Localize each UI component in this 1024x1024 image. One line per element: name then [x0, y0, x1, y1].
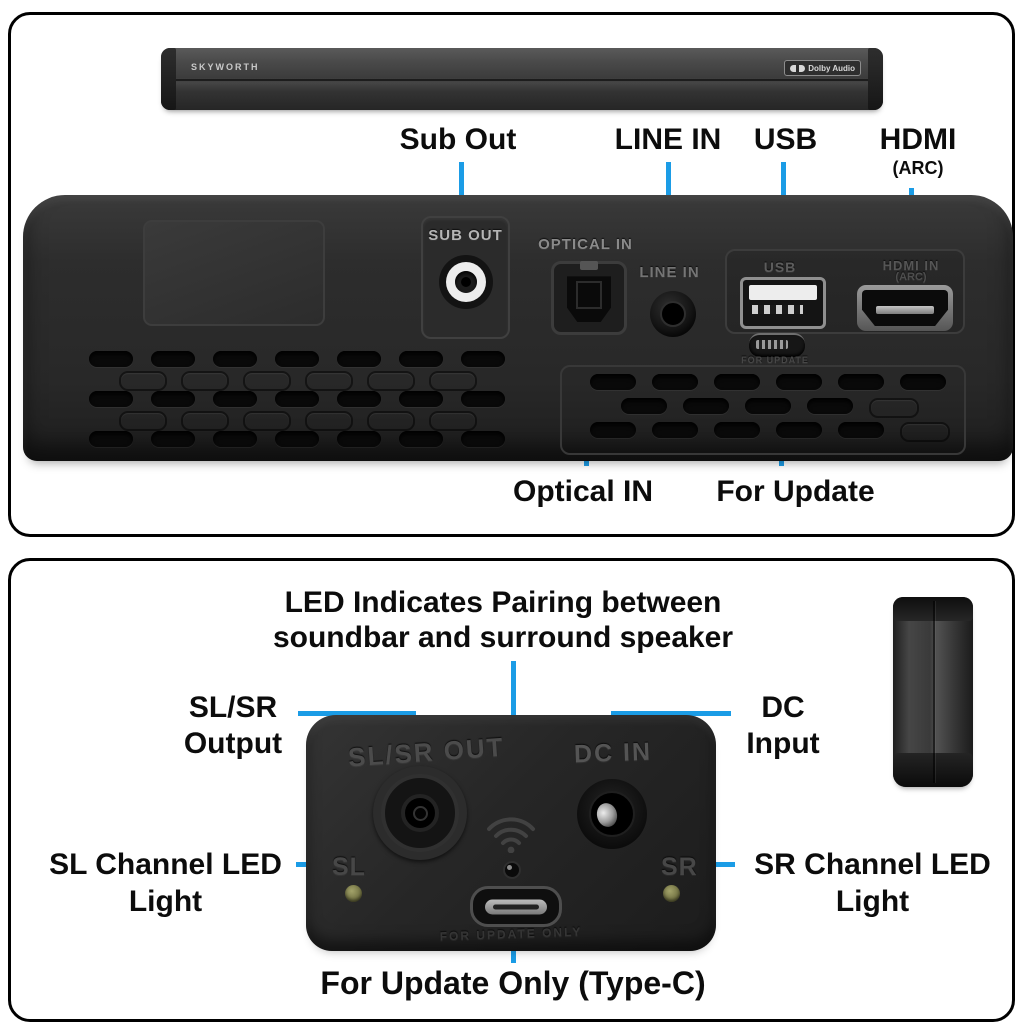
dc-in-jack	[577, 779, 647, 849]
callout-dc-line2: Input	[746, 727, 820, 760]
dolby-icon	[790, 64, 797, 72]
callout-sr-led: SR Channel LED Light	[740, 846, 1005, 920]
dolby-icon	[799, 64, 806, 72]
sub-out-port-block: SUB OUT	[421, 216, 510, 339]
sr-channel-led	[663, 885, 680, 902]
typec-update-port	[470, 886, 562, 927]
vent-grille-right	[562, 367, 960, 449]
soundbar-rear-panel: SUB OUT OPTICAL IN LINE IN USB HDMI IN	[23, 195, 1013, 461]
micro-usb-update-port	[749, 333, 805, 357]
surround-card: LED Indicates Pairing between soundbar a…	[8, 558, 1015, 1022]
callout-slsr-line2: Output	[183, 727, 283, 760]
label-plate	[143, 220, 325, 326]
hdmi-port	[857, 285, 953, 331]
callout-sl-line2: Light	[128, 885, 203, 918]
callout-dc-input: DC Input	[723, 690, 843, 762]
line-in-port-label: LINE IN	[639, 264, 700, 281]
soundbar-endcap-left	[161, 48, 176, 110]
callout-sl-led: SL Channel LED Light	[33, 846, 298, 920]
callout-typec: For Update Only (Type-C)	[320, 965, 706, 1001]
line-in-jack	[650, 291, 696, 337]
callout-line-dc-h	[611, 711, 731, 716]
callout-slsr-output: SL/SR Output	[163, 690, 303, 762]
hdmi-port-label: HDMI IN	[882, 258, 940, 273]
optical-toslink-port	[551, 261, 627, 335]
sub-out-port-label: SUB OUT	[428, 227, 503, 244]
callout-sr-line1: SR Channel LED	[754, 848, 991, 881]
pairing-wifi-icon	[487, 817, 535, 853]
usb-port	[740, 277, 826, 329]
hdmi-arc-label: (ARC)	[895, 271, 927, 283]
callout-sub-out: Sub Out	[399, 123, 517, 156]
soundbar-card: SKYWORTH Dolby Audio Sub Out LINE IN USB…	[8, 12, 1015, 537]
usb-hdmi-recess: USB HDMI IN (ARC)	[725, 249, 965, 334]
surround-rear-panel: SL/SR OUT DC IN SL SR	[306, 715, 716, 951]
slsr-out-connector	[373, 766, 467, 860]
dc-in-port-label: DC IN	[573, 737, 653, 769]
for-update-port-label: FOR UPDATE	[741, 355, 809, 365]
vent-grille-left	[61, 351, 525, 451]
pairing-heading-line2: soundbar and surround speaker	[272, 621, 734, 654]
callout-sl-line1: SL Channel LED	[49, 848, 282, 881]
for-update-only-port-label: FOR UPDATE ONLY	[439, 924, 583, 944]
usb-port-label: USB	[763, 259, 797, 275]
soundbar-seam	[163, 79, 881, 81]
optical-port-label: OPTICAL IN	[538, 236, 633, 253]
sub-out-rca-jack	[438, 255, 493, 309]
dolby-audio-badge: Dolby Audio	[784, 60, 861, 76]
sr-port-label: SR	[661, 853, 698, 881]
sl-port-label: SL	[332, 853, 366, 881]
vent-recess-right	[560, 365, 966, 455]
soundbar-image: SKYWORTH Dolby Audio	[161, 48, 883, 110]
soundbar-brand: SKYWORTH	[191, 62, 260, 72]
callout-sr-line2: Light	[835, 885, 910, 918]
callout-line-in: LINE IN	[614, 123, 722, 156]
sl-channel-led	[345, 885, 362, 902]
callout-dc-line1: DC	[761, 691, 805, 724]
pairing-led-hole	[503, 861, 521, 879]
pairing-heading-line1: LED Indicates Pairing between	[284, 586, 722, 619]
dolby-badge-label: Dolby Audio	[808, 63, 855, 73]
callout-hdmi: HDMI	[879, 123, 957, 156]
callout-for-update: For Update	[716, 475, 875, 508]
callout-optical-in: Optical IN	[512, 475, 654, 508]
surround-speaker-image	[893, 597, 973, 787]
callout-slsr-line1: SL/SR	[188, 691, 278, 724]
callout-usb: USB	[753, 123, 818, 156]
soundbar-endcap-right	[868, 48, 883, 110]
pairing-heading: LED Indicates Pairing between soundbar a…	[183, 585, 823, 655]
callout-line-slsr-h	[298, 711, 416, 716]
callout-hdmi-arc: (ARC)	[892, 158, 944, 178]
